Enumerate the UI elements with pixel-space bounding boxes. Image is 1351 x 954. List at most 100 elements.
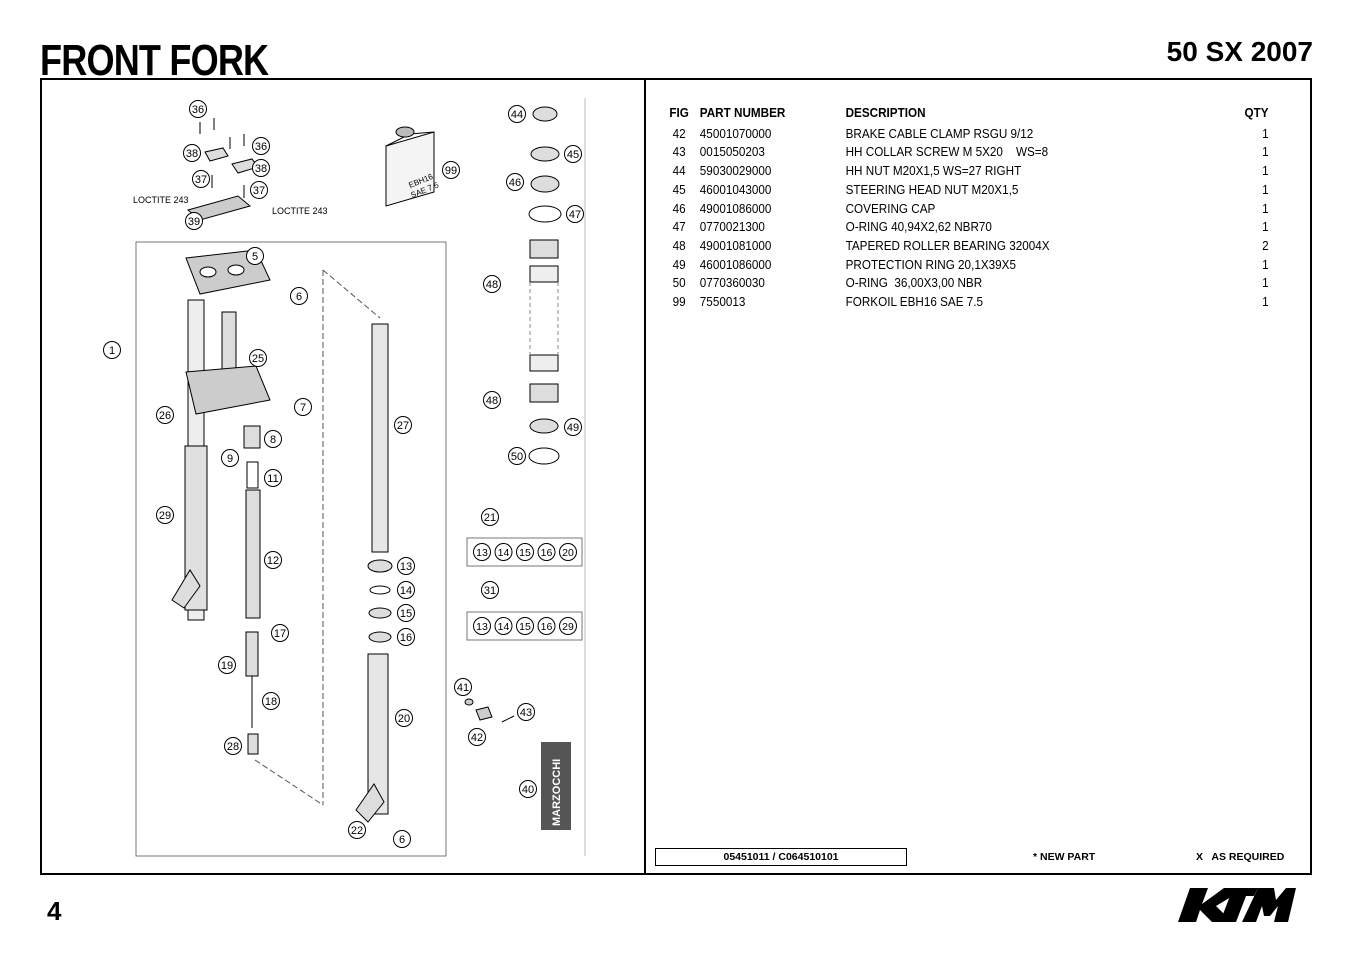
svg-text:13: 13	[476, 621, 488, 633]
svg-text:37: 37	[253, 185, 265, 197]
table-row[interactable]: 46 49001086000 COVERING CAP 1	[662, 200, 1292, 219]
damper-rod[interactable]	[245, 631, 259, 755]
table-row[interactable]: 43 0015050203 HH COLLAR SCREW M 5X20 WS=…	[662, 143, 1292, 162]
callout-28[interactable]: 28	[224, 737, 242, 755]
callout-21[interactable]: 21	[481, 508, 499, 526]
svg-text:19: 19	[221, 660, 233, 672]
row-part-number: 49001086000	[699, 200, 772, 216]
row-part-number: 49001081000	[699, 237, 772, 253]
callout-14[interactable]: 14	[494, 617, 513, 635]
callout-22[interactable]: 22	[348, 821, 366, 839]
callout-36[interactable]: 36	[252, 137, 270, 155]
svg-text:27: 27	[397, 420, 409, 432]
table-row[interactable]: 45 46001043000 STEERING HEAD NUT M20X1,5…	[662, 181, 1292, 200]
callout-45[interactable]: 45	[564, 145, 582, 163]
callout-13[interactable]: 13	[473, 617, 491, 635]
header-qty: QTY	[1244, 105, 1269, 120]
svg-text:16: 16	[541, 621, 553, 633]
callout-18[interactable]: 18	[262, 692, 280, 710]
callout-11[interactable]: 11	[264, 469, 282, 487]
svg-text:12: 12	[267, 555, 279, 567]
callout-13[interactable]: 13	[397, 557, 415, 575]
callout-48[interactable]: 48	[483, 275, 501, 293]
parts-table: FIG PART NUMBER DESCRIPTION QTY 42 45001…	[662, 104, 1292, 312]
table-row[interactable]: 44 59030029000 HH NUT M20X1,5 WS=27 RIGH…	[662, 162, 1292, 181]
callout-36[interactable]: 36	[189, 100, 207, 118]
page-number: 4	[47, 896, 62, 926]
callout-47[interactable]: 47	[566, 205, 584, 223]
svg-text:21: 21	[484, 512, 496, 524]
callout-16[interactable]: 16	[537, 617, 556, 635]
callout-50[interactable]: 50	[508, 447, 526, 465]
page-title: FRONT FORK	[40, 36, 269, 85]
fork-spring[interactable]	[243, 425, 261, 619]
callout-15[interactable]: 15	[397, 604, 415, 622]
callout-5[interactable]: 5	[246, 247, 264, 265]
svg-text:38: 38	[186, 148, 198, 160]
callout-99[interactable]: 99	[442, 161, 460, 179]
callout-37[interactable]: 37	[250, 181, 268, 199]
callout-19[interactable]: 19	[218, 656, 236, 674]
ktm-logo-icon	[1178, 888, 1296, 922]
callout-16[interactable]: 16	[537, 543, 556, 561]
callout-44[interactable]: 44	[508, 105, 526, 123]
callout-16[interactable]: 16	[397, 628, 415, 646]
svg-text:36: 36	[192, 104, 204, 116]
callout-7[interactable]: 7	[294, 398, 312, 416]
callout-46[interactable]: 46	[506, 173, 524, 191]
callout-6[interactable]: 6	[290, 287, 308, 305]
callout-29[interactable]: 29	[559, 617, 577, 635]
callout-31[interactable]: 31	[481, 581, 499, 599]
callout-14[interactable]: 14	[397, 581, 415, 599]
callout-42[interactable]: 42	[468, 728, 486, 746]
callout-12[interactable]: 12	[264, 551, 282, 569]
callout-9[interactable]: 9	[221, 449, 239, 467]
callout-41[interactable]: 41	[454, 678, 472, 696]
callout-14[interactable]: 14	[494, 543, 513, 561]
table-row[interactable]: 50 0770360030 O-RING 36,00X3,00 NBR 1	[662, 274, 1292, 293]
svg-text:14: 14	[498, 621, 510, 633]
row-fig: 47	[672, 219, 686, 235]
row-description: HH COLLAR SCREW M 5X20 WS=8	[845, 144, 1049, 160]
handlebar-clamp	[186, 118, 259, 221]
loctite-label-right: LOCTITE 243	[272, 206, 328, 216]
callout-17[interactable]: 17	[271, 624, 289, 642]
model-label: 50 SX 2007	[1166, 36, 1313, 67]
callout-1[interactable]: 1	[103, 341, 121, 359]
table-row[interactable]: 47 0770021300 O-RING 40,94X2,62 NBR70 1	[662, 218, 1292, 237]
callout-20[interactable]: 20	[559, 543, 577, 561]
callout-13[interactable]: 13	[473, 543, 491, 561]
svg-text:26: 26	[159, 410, 171, 422]
fork-tube-right[interactable]	[355, 323, 389, 823]
callout-29[interactable]: 29	[156, 506, 174, 524]
row-part-number: 46001043000	[699, 181, 772, 197]
callout-38[interactable]: 38	[252, 159, 270, 177]
svg-text:16: 16	[400, 632, 412, 644]
table-row[interactable]: 49 46001086000 PROTECTION RING 20,1X39X5…	[662, 256, 1292, 275]
callout-6[interactable]: 6	[393, 830, 411, 848]
callout-38[interactable]: 38	[183, 144, 201, 162]
svg-text:25: 25	[252, 353, 264, 365]
svg-text:29: 29	[159, 510, 171, 522]
callout-40[interactable]: 40	[519, 780, 537, 798]
callout-37[interactable]: 37	[192, 170, 210, 188]
svg-text:20: 20	[398, 713, 410, 725]
callout-48[interactable]: 48	[483, 391, 501, 409]
table-row[interactable]: 48 49001081000 TAPERED ROLLER BEARING 32…	[662, 237, 1292, 256]
table-row[interactable]: 99 7550013 FORKOIL EBH16 SAE 7.5 1	[662, 293, 1292, 312]
callout-39[interactable]: 39	[185, 212, 203, 230]
row-fig: 43	[672, 144, 686, 160]
callout-15[interactable]: 15	[516, 543, 534, 561]
callout-25[interactable]: 25	[249, 349, 267, 367]
callout-8[interactable]: 8	[264, 430, 282, 448]
row-fig: 42	[672, 125, 686, 141]
table-row[interactable]: 42 45001070000 BRAKE CABLE CLAMP RSGU 9/…	[662, 125, 1292, 144]
callout-27[interactable]: 27	[394, 416, 412, 434]
callout-49[interactable]: 49	[564, 418, 582, 436]
callout-20[interactable]: 20	[395, 709, 413, 727]
fork-oil-bottle	[385, 126, 435, 207]
callout-43[interactable]: 43	[517, 703, 535, 721]
brand-label: MARZOCCHI	[551, 759, 563, 826]
callout-15[interactable]: 15	[516, 617, 534, 635]
callout-26[interactable]: 26	[156, 406, 174, 424]
